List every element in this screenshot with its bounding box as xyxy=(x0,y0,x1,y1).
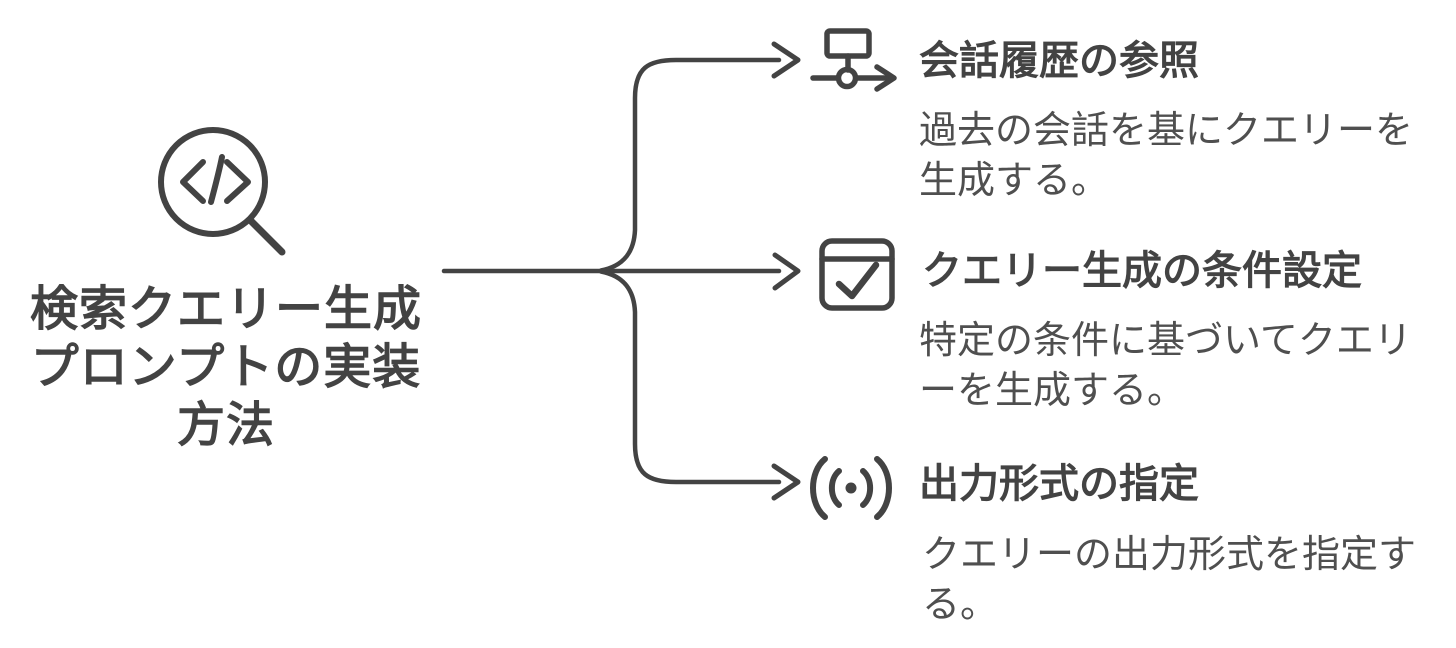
branch-description: 特定の条件に基づいてクエリーを生成する。 xyxy=(919,320,1412,412)
window-check-icon xyxy=(819,238,895,311)
central-topic-title: 検索クエリー生成 プロンプトの実装 方法 xyxy=(10,281,442,455)
broadcast-icon xyxy=(810,456,892,520)
branch-title: クエリー生成の条件設定 xyxy=(922,249,1362,293)
branch-title: 出力形式の指定 xyxy=(919,462,1199,506)
title-line: 検索クエリー生成 xyxy=(29,283,422,336)
branch-title: 会話履歴の参照 xyxy=(919,39,1199,83)
title-line: プロンプトの実装 xyxy=(30,341,422,394)
title-line: 方法 xyxy=(176,399,275,452)
branch-description: 過去の会話を基にクエリーを生成する。 xyxy=(919,110,1414,202)
workflow-arrow-icon xyxy=(810,28,897,92)
code-search-icon xyxy=(158,127,286,256)
branch-description: クエリーの出力形式を指定する。 xyxy=(922,534,1417,626)
